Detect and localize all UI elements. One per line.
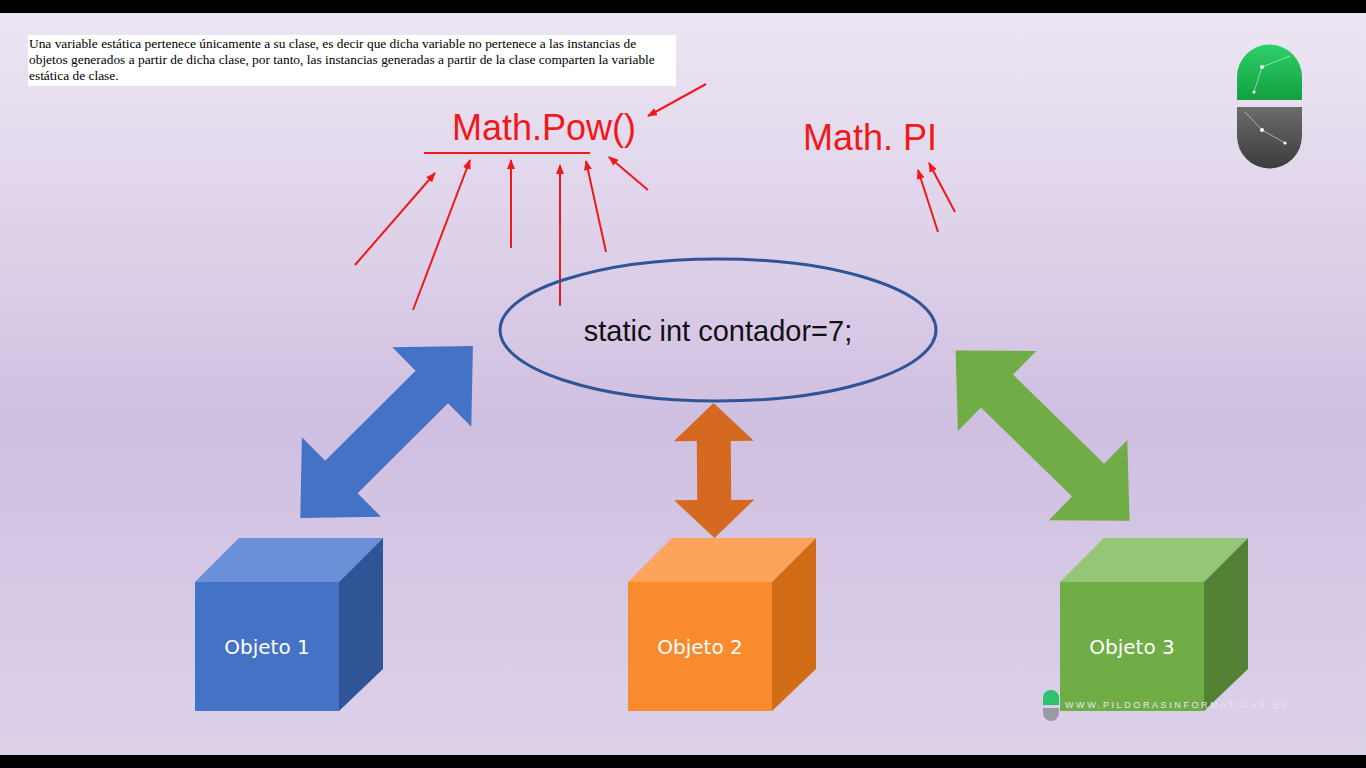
cube-face: Objeto 2 xyxy=(628,582,772,711)
ellipse-shape xyxy=(500,259,936,401)
block-arrow xyxy=(300,346,473,518)
leader-arrow xyxy=(609,157,648,190)
code-text: static int contador=7; xyxy=(584,315,852,348)
leader-arrow xyxy=(413,160,470,310)
static-variable-ellipse: static int contador=7; xyxy=(498,257,938,403)
logo-lines xyxy=(1245,56,1290,143)
top-bar xyxy=(0,0,1366,13)
object-cube: Objeto 1 xyxy=(195,538,383,711)
cube-shape xyxy=(628,538,816,711)
code-label: Math. PI xyxy=(803,120,937,156)
leader-arrow xyxy=(929,163,955,212)
block-arrow xyxy=(674,403,754,538)
note-box: Una variable estática pertenece únicamen… xyxy=(28,35,676,86)
object-label: Objeto 1 xyxy=(224,635,309,659)
cube-side xyxy=(1204,538,1248,711)
leader-arrow xyxy=(918,170,938,232)
logo-bottom xyxy=(1237,107,1302,169)
leader-arrow xyxy=(559,165,561,306)
block-arrow xyxy=(956,350,1130,520)
leader-arrow xyxy=(586,161,606,252)
cube-face: Objeto 1 xyxy=(195,582,339,711)
object-cube: Objeto 2 xyxy=(628,538,816,711)
object-cube: Objeto 3 xyxy=(1060,538,1248,711)
object-label: Objeto 3 xyxy=(1089,635,1174,659)
cube-front xyxy=(628,582,772,711)
leader-arrow xyxy=(510,160,512,248)
logo xyxy=(1237,45,1302,169)
code-label: Math.Pow() xyxy=(452,110,636,146)
leader-arrow xyxy=(355,173,435,265)
logo-top xyxy=(1237,45,1302,101)
cube-front xyxy=(1060,582,1204,711)
cube-front xyxy=(195,582,339,711)
note-text: Una variable estática pertenece únicamen… xyxy=(29,36,673,84)
cube-shape xyxy=(195,538,383,711)
watermark: WWW.PILDORASINFORMATICAS.ES xyxy=(1065,701,1290,710)
underline xyxy=(424,152,590,154)
watermark-logo xyxy=(1043,690,1059,721)
cube-face: Objeto 3 xyxy=(1060,582,1204,711)
cube-side xyxy=(339,538,383,711)
logo-dots xyxy=(1252,65,1286,145)
cube-shape xyxy=(1060,538,1248,711)
object-label: Objeto 2 xyxy=(657,635,742,659)
leader-arrow xyxy=(648,84,706,116)
cube-side xyxy=(772,538,816,711)
bottom-bar xyxy=(0,755,1366,768)
